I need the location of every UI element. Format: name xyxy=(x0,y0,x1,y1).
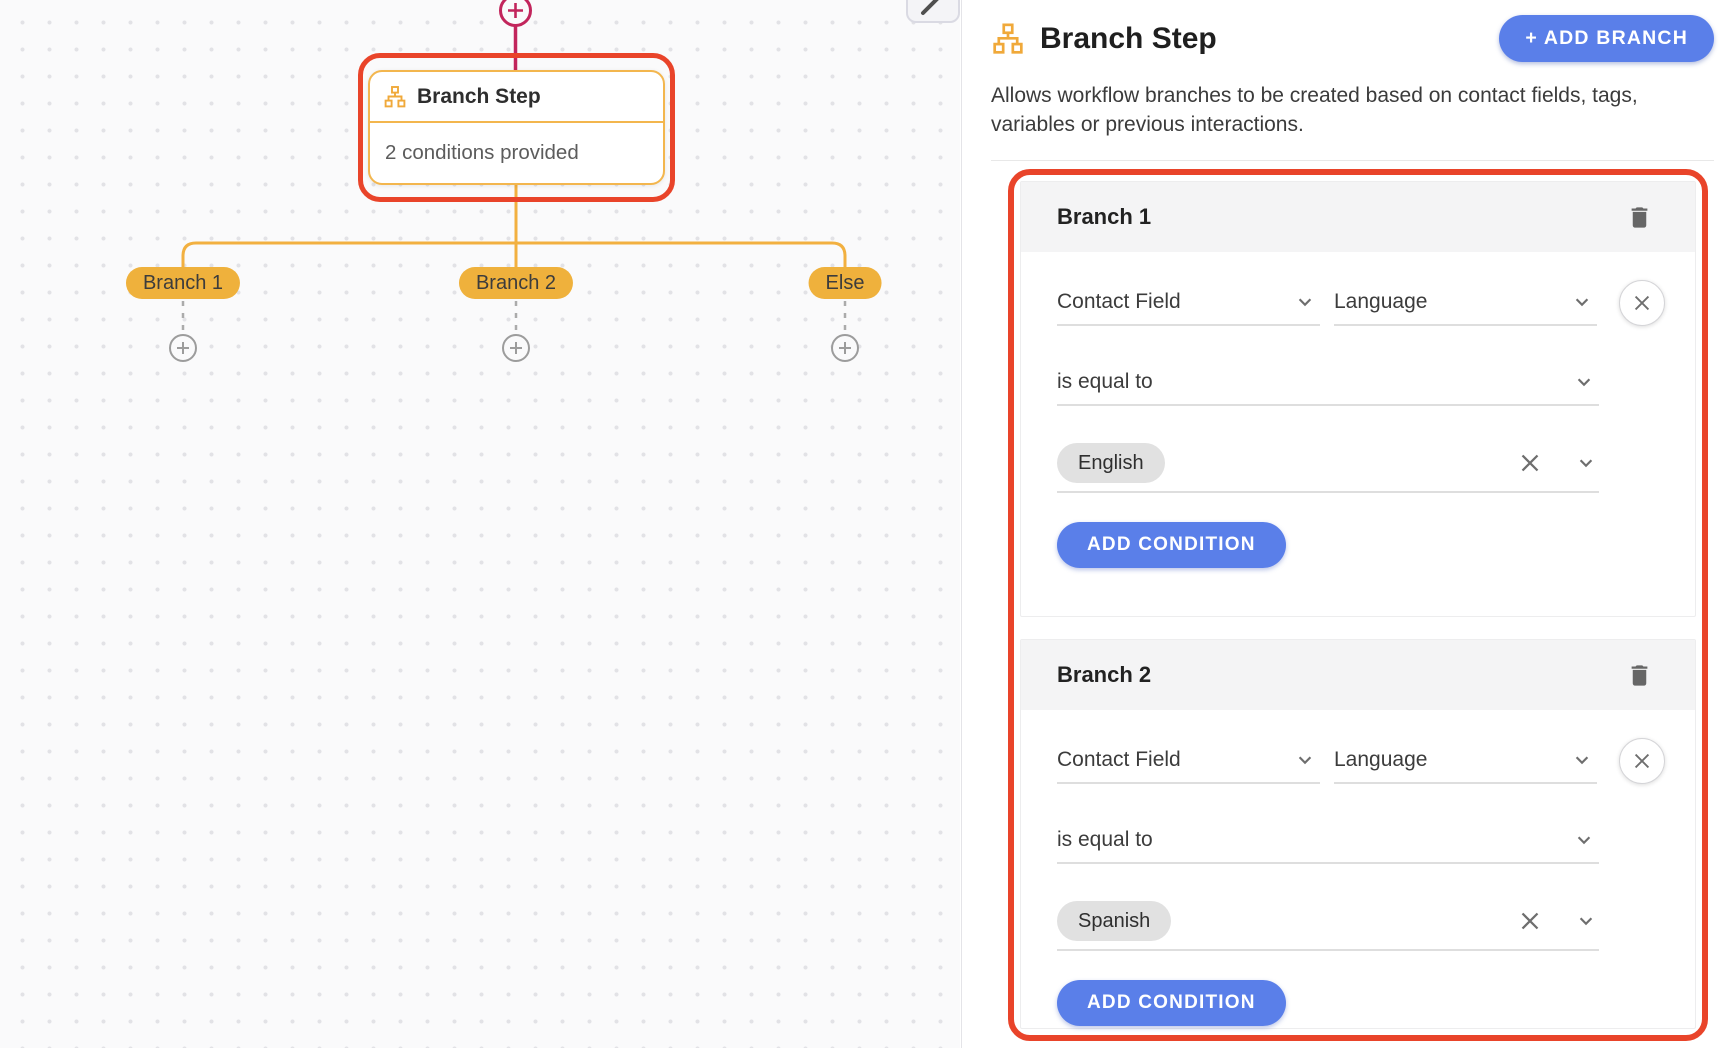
remove-condition-button[interactable] xyxy=(1619,280,1665,326)
add-branch-button[interactable]: + ADD BRANCH xyxy=(1499,15,1714,62)
close-icon xyxy=(1521,912,1539,930)
chevron-down-icon xyxy=(1579,917,1593,926)
node-title: Branch Step xyxy=(417,84,541,108)
condition-category-value: Contact Field xyxy=(1057,748,1181,771)
condition-field-select[interactable]: Language xyxy=(1334,738,1597,784)
delete-branch-button[interactable] xyxy=(1626,661,1653,690)
delete-branch-button[interactable] xyxy=(1626,203,1653,232)
branch-step-node-card[interactable]: Branch Step 2 conditions provided xyxy=(368,70,665,185)
step-description: Allows workflow branches to be created b… xyxy=(991,84,1638,136)
branch-card-1-header: Branch 1 xyxy=(1021,182,1695,252)
chevron-down-icon xyxy=(1298,298,1312,307)
value-chip[interactable]: English xyxy=(1057,443,1165,483)
branch-sitemap-icon xyxy=(993,22,1023,54)
branch-pill-1[interactable]: Branch 1 xyxy=(125,267,241,299)
value-select[interactable]: English xyxy=(1057,443,1599,493)
condition-field-value: Language xyxy=(1334,290,1428,313)
node-subtitle: 2 conditions provided xyxy=(385,141,579,164)
trash-icon xyxy=(1631,664,1648,686)
branch-card-2-header: Branch 2 xyxy=(1021,640,1695,710)
value-select[interactable]: Spanish xyxy=(1057,901,1599,951)
close-icon xyxy=(1521,454,1539,472)
add-step-button-else[interactable] xyxy=(831,334,859,362)
clear-value-button[interactable] xyxy=(1515,906,1545,936)
branch-card-1: Branch 1 Contact Field Lan xyxy=(1020,181,1696,617)
chevron-down-icon xyxy=(1575,298,1589,307)
chevron-down-icon xyxy=(1298,756,1312,765)
condition-row: Contact Field Language xyxy=(1057,280,1665,326)
chevron-down-icon xyxy=(1579,459,1593,468)
add-step-button-branch-1[interactable] xyxy=(169,334,197,362)
workflow-canvas[interactable]: Branch Step 2 conditions provided Branch… xyxy=(0,0,960,1048)
operator-select[interactable]: is equal to xyxy=(1057,360,1599,406)
plus-icon xyxy=(839,342,851,354)
chevron-down-icon xyxy=(1577,836,1591,845)
branch-name: Branch 1 xyxy=(1057,204,1152,229)
operator-value: is equal to xyxy=(1057,828,1153,851)
add-condition-button[interactable]: ADD CONDITION xyxy=(1057,522,1286,568)
branch-card-2: Branch 2 Contact Field Lan xyxy=(1020,639,1696,1029)
step-settings-panel: Branch Step + ADD BRANCH Allows workflow… xyxy=(961,0,1728,1048)
close-icon xyxy=(1634,753,1650,769)
add-condition-button[interactable]: ADD CONDITION xyxy=(1057,980,1286,1026)
condition-row: Contact Field Language xyxy=(1057,738,1665,784)
operator-select[interactable]: is equal to xyxy=(1057,818,1599,864)
add-step-button-top[interactable] xyxy=(499,0,532,27)
condition-category-select[interactable]: Contact Field xyxy=(1057,738,1320,784)
plus-icon xyxy=(510,342,522,354)
add-step-button-branch-2[interactable] xyxy=(502,334,530,362)
close-icon xyxy=(1634,295,1650,311)
branch-sitemap-icon xyxy=(384,85,406,107)
condition-category-value: Contact Field xyxy=(1057,290,1181,313)
operator-value: is equal to xyxy=(1057,370,1153,393)
page-title: Branch Step xyxy=(1040,21,1217,55)
branch-pill-2[interactable]: Branch 2 xyxy=(458,267,574,299)
condition-field-select[interactable]: Language xyxy=(1334,280,1597,326)
branches-section-highlight: Branch 1 Contact Field Lan xyxy=(1008,169,1708,1041)
branch-name: Branch 2 xyxy=(1057,662,1152,687)
condition-field-value: Language xyxy=(1334,748,1428,771)
plus-icon xyxy=(177,342,189,354)
value-chip[interactable]: Spanish xyxy=(1057,901,1172,941)
node-header: Branch Step xyxy=(370,72,663,123)
panel-header: Branch Step + ADD BRANCH xyxy=(991,15,1714,62)
branch-pill-else[interactable]: Else xyxy=(808,267,882,299)
chevron-down-icon xyxy=(1575,756,1589,765)
condition-category-select[interactable]: Contact Field xyxy=(1057,280,1320,326)
remove-condition-button[interactable] xyxy=(1619,738,1665,784)
trash-icon xyxy=(1631,206,1648,228)
canvas-corner-button[interactable] xyxy=(906,0,960,23)
diagonal-arrow-icon xyxy=(921,0,939,15)
chevron-down-icon xyxy=(1577,378,1591,387)
clear-value-button[interactable] xyxy=(1515,448,1545,478)
divider xyxy=(991,160,1714,161)
branch-step-node[interactable]: Branch Step 2 conditions provided xyxy=(358,53,675,202)
plus-icon xyxy=(508,3,523,18)
